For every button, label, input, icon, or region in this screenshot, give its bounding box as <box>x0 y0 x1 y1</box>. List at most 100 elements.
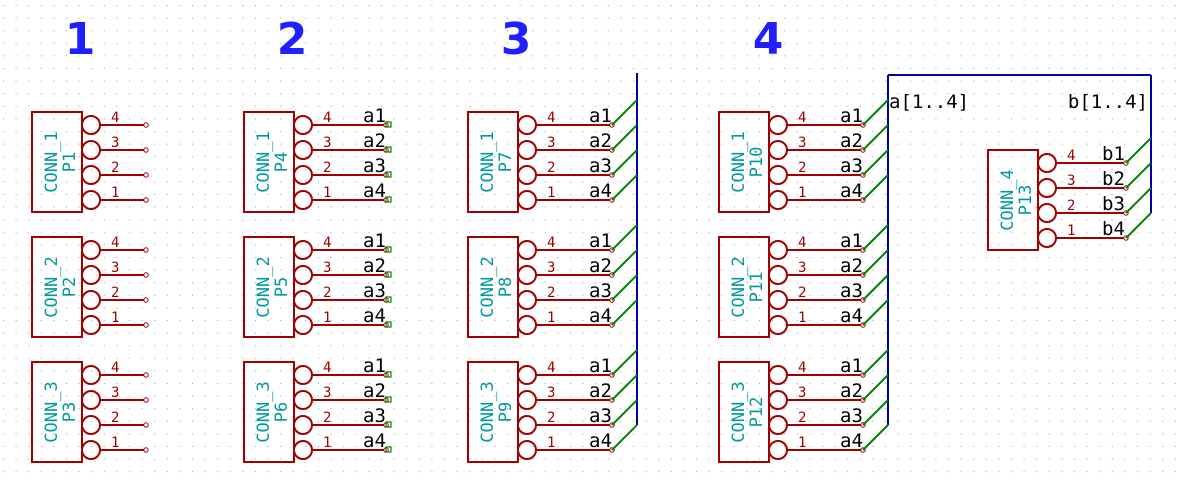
pin-number: 2 <box>323 285 331 301</box>
connector-body <box>467 361 519 463</box>
unconnected-label-end <box>385 446 392 453</box>
pin-number: 2 <box>323 160 331 176</box>
unconnected-label-end <box>385 421 392 428</box>
pin-number: 3 <box>547 385 555 401</box>
pin-number: 2 <box>547 410 555 426</box>
pin-end <box>143 447 149 453</box>
connector-value: CONN_1 <box>42 131 62 192</box>
connector-value: CONN_2 <box>729 256 749 317</box>
bus-entry <box>611 299 638 326</box>
pin-end <box>143 397 149 403</box>
pin-number: 3 <box>111 385 119 401</box>
pin-number: 1 <box>323 435 331 451</box>
net-label: a2 <box>589 380 612 402</box>
pin-end <box>143 122 149 128</box>
net-label: a1 <box>363 355 386 377</box>
pin-number: 2 <box>798 285 806 301</box>
pin-number: 2 <box>1067 198 1075 214</box>
connector-body <box>718 236 770 338</box>
bus-entry <box>611 224 638 251</box>
pin-number: 3 <box>111 260 119 276</box>
section-title-3: 3 <box>501 14 532 65</box>
pin-number: 1 <box>111 435 119 451</box>
net-label: a4 <box>363 180 386 202</box>
pin-end <box>143 197 149 203</box>
net-label: a2 <box>840 255 863 277</box>
net-label: a4 <box>589 180 612 202</box>
unconnected-label-end <box>385 296 392 303</box>
connector-value: CONN_2 <box>478 256 498 317</box>
connector-body <box>718 361 770 463</box>
bus-entry <box>862 299 889 326</box>
unconnected-label-end <box>385 321 392 328</box>
pin-number: 1 <box>798 435 806 451</box>
bus-entry <box>862 99 889 126</box>
connector-body <box>31 361 83 463</box>
connector-reference: P10 <box>747 147 767 178</box>
pin-number: 3 <box>547 135 555 151</box>
bus-entry <box>611 349 638 376</box>
connector-reference: P1 <box>60 152 80 172</box>
bus-entry <box>1125 187 1152 214</box>
connector-reference: P9 <box>496 402 516 422</box>
pin-number: 2 <box>323 410 331 426</box>
pin-number: 2 <box>547 285 555 301</box>
net-label: a3 <box>589 280 612 302</box>
connector-reference: P11 <box>747 272 767 303</box>
net-label: a2 <box>363 130 386 152</box>
net-label: a3 <box>840 280 863 302</box>
bus-entry <box>862 374 889 401</box>
connector-body <box>31 111 83 213</box>
pin-number: 1 <box>111 310 119 326</box>
pin-end <box>143 422 149 428</box>
pin-number: 3 <box>1067 173 1075 189</box>
connector-value: CONN_3 <box>478 381 498 442</box>
net-label: a3 <box>589 405 612 427</box>
pin-end <box>143 372 149 378</box>
pin-number: 3 <box>323 260 331 276</box>
pin-number: 3 <box>323 385 331 401</box>
connector-value: CONN_2 <box>254 256 274 317</box>
connector-reference: P7 <box>496 152 516 172</box>
connector-value: CONN_2 <box>42 256 62 317</box>
pin-number: 3 <box>798 385 806 401</box>
pin-number: 4 <box>323 110 331 126</box>
net-label: a3 <box>363 280 386 302</box>
bus-entry <box>611 374 638 401</box>
bus-entry <box>611 249 638 276</box>
net-label: a1 <box>840 230 863 252</box>
unconnected-label-end <box>385 171 392 178</box>
pin-number: 4 <box>547 110 555 126</box>
pin-number: 4 <box>798 235 806 251</box>
bus-entry <box>862 399 889 426</box>
net-label: a2 <box>840 380 863 402</box>
unconnected-label-end <box>385 271 392 278</box>
connector-body <box>243 236 295 338</box>
net-label: b4 <box>1102 218 1125 240</box>
unconnected-label-end <box>385 246 392 253</box>
pin-number: 3 <box>111 135 119 151</box>
pin-number: 1 <box>547 185 555 201</box>
connector-value: CONN_3 <box>42 381 62 442</box>
pin-number: 1 <box>547 435 555 451</box>
bus-entry <box>611 424 638 451</box>
net-label: a2 <box>363 255 386 277</box>
net-label: a1 <box>589 355 612 377</box>
net-label: a2 <box>840 130 863 152</box>
net-label: a4 <box>840 305 863 327</box>
connector-reference: P5 <box>272 277 292 297</box>
bus-entry <box>611 174 638 201</box>
section-title-2: 2 <box>277 14 308 65</box>
pin-number: 4 <box>323 360 331 376</box>
net-label: b2 <box>1102 168 1125 190</box>
connector-reference: P2 <box>60 277 80 297</box>
pin-end <box>143 247 149 253</box>
unconnected-label-end <box>385 196 392 203</box>
